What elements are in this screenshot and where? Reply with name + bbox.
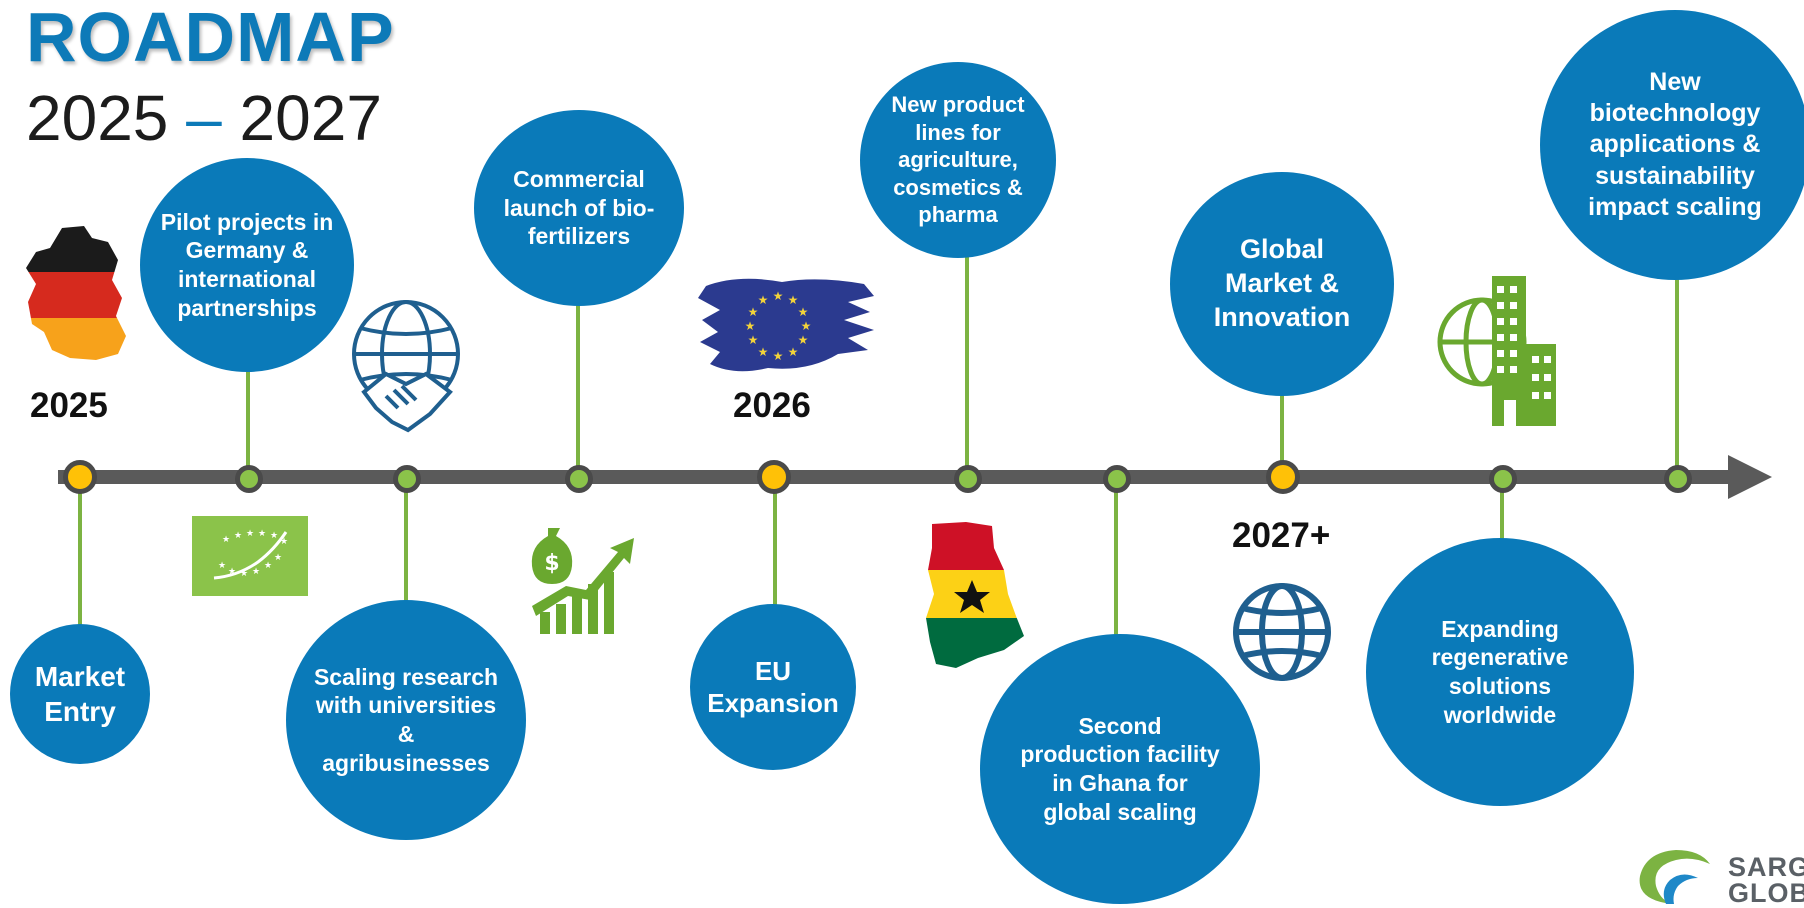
svg-text:★: ★ — [788, 345, 799, 359]
connector-biotech — [1675, 274, 1679, 470]
timeline-dot-2025 — [63, 460, 97, 494]
milestone-ghana: Second production facility in Ghana for … — [980, 634, 1260, 904]
year-label-2025: 2025 — [30, 386, 108, 425]
connector-scaling — [404, 490, 408, 602]
connector-product-lines — [965, 254, 969, 470]
svg-text:★: ★ — [798, 305, 809, 319]
svg-text:★: ★ — [280, 537, 288, 547]
svg-text:★: ★ — [773, 349, 784, 363]
germany-flag-icon — [26, 226, 126, 360]
milestone-global: Global Market & Innovation — [1170, 172, 1394, 396]
svg-text:★: ★ — [758, 293, 769, 307]
timeline-dot-2026 — [757, 460, 791, 494]
timeline-arrow — [1728, 455, 1772, 499]
timeline-dot-ghana — [1103, 465, 1131, 493]
svg-text:★: ★ — [773, 289, 784, 303]
globe-handshake-icon — [352, 300, 460, 433]
svg-text:★: ★ — [222, 535, 230, 545]
timeline-dot-pilot — [235, 465, 263, 493]
connector-pilot — [246, 370, 250, 470]
milestone-eu: EU Expansion — [690, 604, 856, 770]
svg-text:★: ★ — [758, 345, 769, 359]
connector-global — [1280, 394, 1284, 464]
svg-text:★: ★ — [228, 567, 236, 577]
page-title: ROADMAP — [26, 0, 395, 76]
milestone-biotech: New biotechnology applications & sustain… — [1540, 10, 1804, 280]
svg-text:★: ★ — [240, 569, 248, 579]
timeline-dot-regenerative — [1489, 465, 1517, 493]
svg-text:★: ★ — [218, 561, 226, 571]
svg-text:★: ★ — [274, 553, 282, 563]
ghana-map-icon — [926, 522, 1024, 668]
eu-flag-icon: ★★★ ★★★ ★★★ ★★★ — [698, 278, 874, 372]
logo-text-line1: SARGA — [1728, 852, 1804, 882]
timeline-dot-product-lines — [954, 465, 982, 493]
timeline-dot-scaling — [393, 465, 421, 493]
eu-organic-leaf-icon: ★★★ ★★★ ★★★ ★★★ — [192, 516, 308, 596]
timeline-axis — [58, 470, 1748, 484]
svg-text:★: ★ — [234, 531, 242, 541]
milestone-market-entry: Market Entry — [10, 624, 150, 764]
svg-text:★: ★ — [258, 529, 266, 539]
page-subtitle: 2025 – 2027 — [26, 86, 382, 150]
globe-icon — [1233, 583, 1331, 681]
svg-text:★: ★ — [264, 561, 272, 571]
timeline-dot-biotech — [1664, 465, 1692, 493]
svg-text:★: ★ — [788, 293, 799, 307]
money-growth-icon: $ — [531, 528, 634, 634]
subtitle-end-year: 2027 — [239, 82, 382, 154]
svg-text:★: ★ — [748, 333, 759, 347]
milestone-commercial: Commercial launch of bio-fertilizers — [474, 110, 684, 306]
svg-text:★: ★ — [801, 319, 812, 333]
svg-text:★: ★ — [252, 567, 260, 577]
svg-text:★: ★ — [270, 531, 278, 541]
year-label-2027: 2027+ — [1232, 516, 1331, 555]
svg-text:★: ★ — [246, 529, 254, 539]
sarga-logo-icon — [1639, 850, 1710, 904]
connector-eu — [773, 490, 777, 606]
milestone-scaling: Scaling research with universities & agr… — [286, 600, 526, 840]
milestone-regenerative: Expanding regenerative solutions worldwi… — [1366, 538, 1634, 806]
connector-ghana — [1114, 490, 1118, 638]
connector-regenerative — [1500, 490, 1504, 540]
subtitle-separator: – — [186, 82, 222, 154]
milestone-product-lines: New product lines for agriculture, cosme… — [860, 62, 1056, 258]
globe-building-icon — [1437, 276, 1556, 426]
logo-text-line2: GLOBA — [1728, 878, 1804, 908]
svg-text:★: ★ — [745, 319, 756, 333]
svg-text:★: ★ — [798, 333, 809, 347]
svg-text:$: $ — [544, 551, 559, 576]
svg-text:★: ★ — [748, 305, 759, 319]
timeline-dot-2027 — [1266, 460, 1300, 494]
subtitle-start-year: 2025 — [26, 82, 169, 154]
timeline-dot-commercial — [565, 465, 593, 493]
milestone-pilot: Pilot projects in Germany & internationa… — [140, 158, 354, 372]
connector-market-entry — [78, 490, 82, 626]
year-label-2026: 2026 — [733, 386, 811, 425]
connector-commercial — [576, 304, 580, 470]
